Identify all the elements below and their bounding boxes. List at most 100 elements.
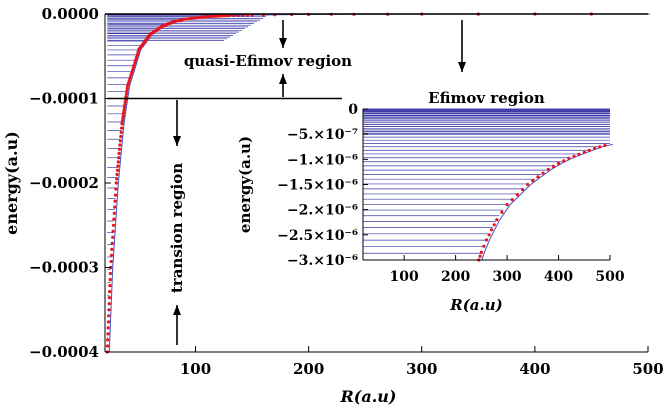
data-point — [546, 167, 550, 171]
data-point — [109, 259, 113, 264]
data-point — [495, 218, 499, 222]
data-point — [120, 122, 124, 126]
data-point — [118, 139, 122, 143]
data-point — [526, 182, 530, 187]
data-point — [118, 143, 122, 147]
inset-data-points — [477, 143, 607, 262]
data-point — [536, 175, 540, 179]
data-point — [520, 187, 525, 192]
inset-y-tick-label: −2.×10⁻⁶ — [287, 203, 358, 219]
data-point — [212, 14, 216, 18]
data-point — [107, 296, 111, 300]
data-point — [126, 84, 130, 88]
data-point — [134, 58, 138, 62]
data-point — [510, 198, 514, 202]
data-point — [106, 320, 111, 324]
data-point — [127, 79, 131, 83]
y-axis-label: energy(a.u) — [2, 131, 21, 235]
data-point — [113, 205, 117, 209]
data-point — [198, 15, 202, 19]
y-tick-label: 0.0000 — [42, 5, 99, 23]
data-point — [117, 147, 122, 151]
data-point — [205, 15, 209, 19]
inset-y-tick-label: −3.×10⁻⁶ — [287, 253, 358, 269]
data-point — [117, 156, 121, 160]
transion-arrow-up — [173, 305, 181, 345]
data-point — [132, 63, 136, 67]
data-point — [133, 60, 137, 65]
data-point — [122, 111, 126, 115]
data-point — [572, 154, 576, 158]
data-point — [119, 134, 123, 139]
inset-y-tick-label: −1.×10⁻⁶ — [287, 152, 358, 168]
data-point — [114, 187, 118, 191]
x-tick-label: 200 — [293, 360, 324, 378]
data-point — [108, 284, 112, 288]
x-axis-label: R(a.u) — [339, 387, 396, 406]
data-point — [125, 86, 129, 91]
inset-title: Efimov region — [428, 89, 545, 107]
inset-boundary-curve — [481, 143, 614, 261]
arrow-head — [458, 62, 466, 72]
data-point — [218, 14, 222, 18]
inset-energy-levels — [363, 108, 610, 261]
y-tick-label: −0.0003 — [29, 259, 99, 277]
data-point — [531, 179, 535, 183]
data-point — [505, 203, 509, 207]
data-point — [120, 126, 124, 130]
data-point — [551, 164, 556, 168]
data-point — [116, 160, 120, 164]
data-point — [130, 71, 134, 75]
data-point — [582, 150, 586, 154]
inset-x-tick-label: 300 — [492, 269, 521, 285]
data-point — [115, 177, 119, 181]
data-point — [482, 244, 486, 248]
data-point — [124, 95, 128, 99]
quasi-efimov-arrow-down — [279, 20, 287, 48]
inset-x-tick-label: 400 — [544, 269, 573, 285]
data-point — [479, 250, 483, 254]
arrow-head — [279, 38, 287, 48]
data-point — [121, 114, 125, 118]
data-point — [115, 168, 120, 172]
data-point — [541, 171, 545, 175]
data-point — [109, 253, 114, 257]
x-tick-label: 300 — [406, 360, 437, 378]
data-point — [593, 146, 597, 151]
data-point — [200, 15, 204, 19]
data-point — [216, 14, 220, 18]
data-point — [193, 16, 198, 20]
data-point — [125, 89, 129, 93]
data-point — [121, 116, 125, 120]
data-point — [115, 172, 119, 177]
data-point — [107, 302, 111, 306]
data-point — [492, 223, 496, 227]
x-tick-label: 400 — [519, 360, 550, 378]
data-point — [124, 92, 128, 96]
transion-label: transion region — [168, 163, 186, 293]
data-point — [223, 14, 227, 18]
data-point — [107, 314, 111, 318]
arrow-head — [173, 136, 181, 146]
inset-y-tick-label: −1.5×10⁻⁶ — [277, 178, 358, 194]
data-point — [108, 290, 112, 294]
y-tick-label: −0.0002 — [29, 174, 99, 192]
efimov-arrow-down — [458, 20, 466, 72]
data-point — [116, 164, 120, 168]
inset-y-tick-label: −5.×10⁻⁷ — [287, 127, 358, 143]
data-point — [108, 278, 112, 282]
data-point — [106, 332, 110, 336]
data-point — [490, 228, 494, 232]
data-point — [587, 148, 592, 152]
data-point — [478, 254, 482, 258]
data-point — [126, 81, 130, 85]
data-point — [113, 199, 117, 203]
inset-x-tick-label: 100 — [390, 269, 419, 285]
data-point — [209, 14, 213, 19]
data-point — [487, 233, 491, 237]
inset-x-axis-label: R(a.u) — [449, 296, 503, 314]
data-point — [129, 73, 133, 77]
